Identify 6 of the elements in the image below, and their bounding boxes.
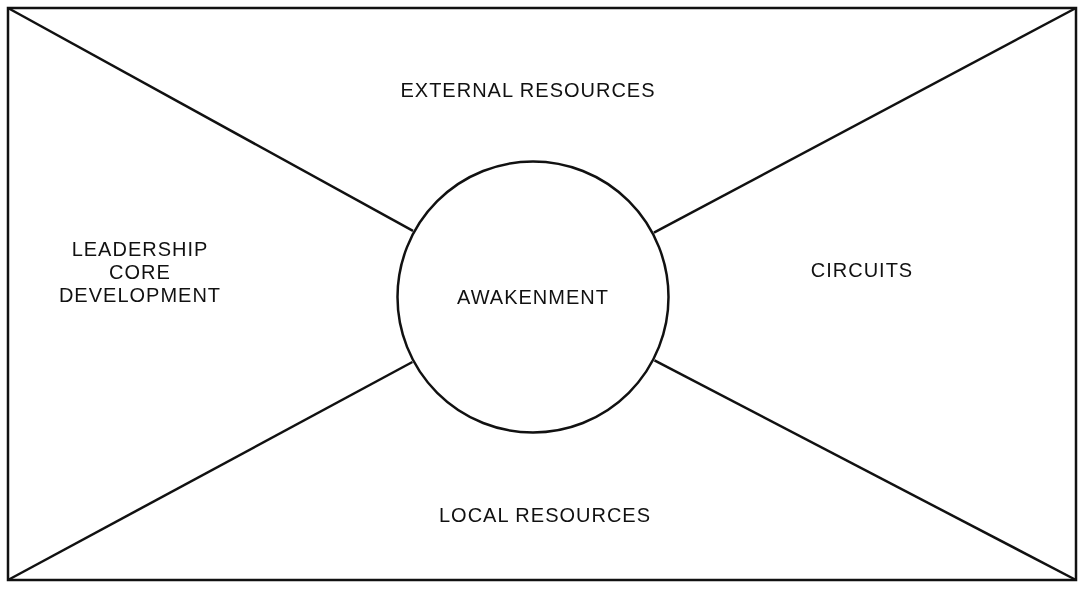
circle-label: AWAKENMENT (457, 285, 609, 309)
sector-label: LEADERSHIP CORE DEVELOPMENT (40, 237, 240, 307)
circle-node (396, 160, 670, 434)
sector-label: CIRCUITS (802, 258, 922, 282)
sector-label: LOCAL RESOURCES (415, 503, 675, 527)
sector-label: EXTERNAL RESOURCES (378, 78, 678, 102)
